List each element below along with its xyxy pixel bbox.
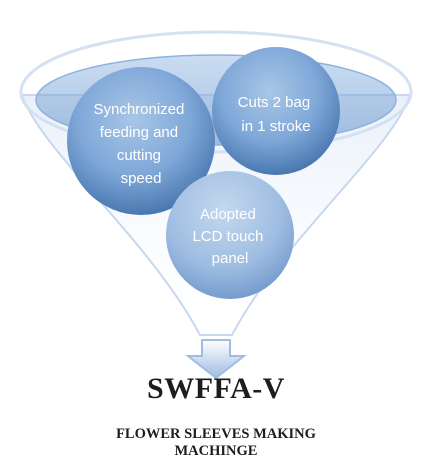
bubble-lcd-line-3: panel	[212, 250, 249, 267]
bubble-cuts-line-2: in 1 stroke	[241, 118, 310, 135]
down-arrow-icon	[185, 339, 247, 380]
svg-text:Synchronized feeding and: Synchronized feeding and cutting speed	[93, 101, 188, 187]
bubble-synchronized: Synchronized feeding and cutting speed	[67, 67, 215, 215]
product-model: SWFFA-V	[147, 372, 285, 405]
svg-text:Adopted LCD touch: Adopted LCD touch panel	[192, 206, 267, 267]
svg-text:Cuts 2 bag in 1 stroke: Cuts 2 bag in 1 stroke	[238, 94, 315, 135]
bubble-cuts: Cuts 2 bag in 1 stroke	[212, 47, 340, 175]
bubble-cuts-line-1: Cuts 2 bag	[238, 94, 311, 111]
bubble-synchronized-line-1: Synchronized	[93, 101, 184, 118]
bubble-synchronized-line-2: feeding and	[100, 124, 178, 141]
bubble-lcd-line-2: LCD touch	[192, 228, 263, 245]
funnel-rim-outer	[19, 30, 413, 154]
product-description: FLOWER SLEEVES MAKING MACHINGE	[0, 426, 432, 460]
product-description-line-1: FLOWER SLEEVES MAKING	[116, 426, 316, 442]
bubble-lcd: Adopted LCD touch panel	[166, 171, 294, 299]
bubble-lcd-line-1: Adopted	[200, 206, 256, 223]
product-description-line-2: MACHINGE	[174, 443, 258, 459]
bubble-synchronized-line-4: speed	[121, 170, 162, 187]
bubble-synchronized-line-3: cutting	[117, 147, 161, 164]
